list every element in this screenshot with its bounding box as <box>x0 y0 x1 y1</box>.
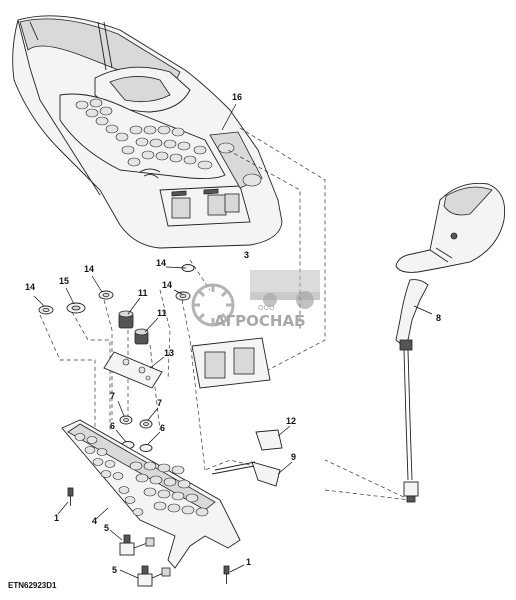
keypad-base <box>61 419 241 569</box>
callout-4: 4 <box>92 516 97 526</box>
callout-14-right: 14 <box>162 280 172 290</box>
callout-16: 16 <box>232 92 242 102</box>
watermark-brand: АГРОСНАБ <box>214 312 306 330</box>
callout-12: 12 <box>286 416 296 426</box>
watermark: ООО АГРОСНАБ <box>191 270 320 330</box>
label-plate <box>103 351 163 389</box>
callout-13: 13 <box>164 348 174 358</box>
callout-1-right: 1 <box>246 557 251 567</box>
callout-11-lower: 11 <box>157 308 167 318</box>
callout-14-upper: 14 <box>156 258 166 268</box>
washers <box>38 264 195 315</box>
callout-5-upper: 5 <box>104 523 109 533</box>
callout-9: 9 <box>291 452 296 462</box>
callout-1-left: 1 <box>54 513 59 523</box>
callout-6-right: 6 <box>160 423 165 433</box>
callout-3: 3 <box>244 250 249 260</box>
callout-11-upper: 11 <box>138 288 148 298</box>
callout-labels: 16 3 14 14 15 14 11 11 13 14 8 7 7 6 6 1… <box>25 92 441 575</box>
watermark-prefix: ООО <box>258 304 275 312</box>
callout-14-left: 14 <box>25 282 35 292</box>
console-housing <box>12 15 283 249</box>
callout-7-left: 7 <box>110 391 115 401</box>
slider-parts <box>211 429 283 487</box>
callout-14-mid: 14 <box>84 264 94 274</box>
callout-7-right: 7 <box>157 398 162 408</box>
callout-6-left: 6 <box>110 421 115 431</box>
callout-15: 15 <box>59 276 69 286</box>
callout-8: 8 <box>436 313 441 323</box>
joystick-handle <box>395 182 506 503</box>
leader-lines <box>33 103 433 579</box>
screws <box>67 487 230 584</box>
decal-panel <box>191 337 271 389</box>
callout-5-lower: 5 <box>112 565 117 575</box>
switches <box>119 534 171 587</box>
drawing-reference-code: ETN62923D1 <box>8 581 57 590</box>
knobs <box>118 310 149 345</box>
